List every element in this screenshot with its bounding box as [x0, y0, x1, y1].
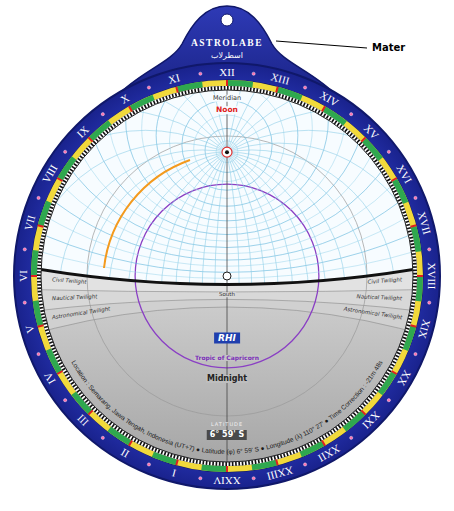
horizon-line	[0, 0, 454, 285]
ring-dot	[252, 477, 255, 480]
ring-dot	[37, 196, 40, 199]
hour-numeral: XVIII	[426, 263, 437, 290]
ring-dot	[414, 352, 417, 355]
azimuth-line	[0, 109, 293, 477]
center-pin	[223, 272, 231, 280]
azimuth-line	[0, 0, 252, 511]
ring-dot	[428, 248, 431, 251]
azimuth-line	[146, 130, 454, 456]
azimuth-line	[215, 0, 454, 511]
azimuth-line	[0, 130, 308, 456]
ring-dot	[147, 463, 150, 466]
tropic-label: Tropic of Capricorn	[194, 355, 260, 361]
hour-tick	[361, 410, 365, 414]
part-name: Mater	[372, 43, 405, 53]
sun-arc	[104, 160, 190, 268]
ring-dot	[199, 72, 202, 75]
azimuth-line	[26, 143, 326, 443]
azimuth-line	[59, 150, 345, 436]
ecliptic-arc	[292, 95, 421, 262]
hour-tick	[411, 325, 417, 327]
hour-tick	[38, 225, 44, 227]
hour-tick	[392, 178, 397, 181]
hour-tick	[176, 87, 178, 93]
leader-line	[276, 41, 367, 48]
ring-dot	[199, 477, 202, 480]
suspension-hole	[221, 14, 233, 26]
hour-tick	[276, 460, 278, 466]
zenith-mark	[225, 150, 229, 154]
hour-tick	[57, 371, 62, 374]
azimuth-line	[202, 0, 454, 511]
azimuth-line	[161, 109, 454, 477]
hour-tick	[276, 87, 278, 93]
hour-tick	[57, 178, 62, 181]
hour-tick	[226, 80, 228, 86]
ring-dot	[64, 150, 67, 153]
location-text-path: Location : Semarang, Jawa Tengah, Indone…	[70, 359, 384, 456]
meridian-label: Meridian	[212, 95, 242, 102]
hour-numeral: XXIV	[213, 475, 241, 486]
zenith-mark	[222, 147, 232, 157]
ring-dot	[23, 301, 26, 304]
ring-dot	[147, 86, 150, 89]
instrument-title: ASTROLABE	[191, 39, 263, 49]
hour-tick	[31, 275, 37, 277]
ring-dot	[350, 436, 353, 439]
ring-dot	[101, 113, 104, 116]
azimuth-line	[109, 150, 395, 436]
ring-dot	[37, 352, 40, 355]
maker-logo: RHI	[214, 333, 240, 344]
ring-dot	[350, 113, 353, 116]
noon-label: Noon	[215, 106, 239, 114]
azimuth-line	[0, 0, 239, 511]
ring-dot	[101, 436, 104, 439]
hour-tick	[411, 225, 417, 227]
hour-tick	[417, 275, 423, 277]
ring-dot	[428, 301, 431, 304]
hour-numeral: XII	[219, 67, 234, 78]
hour-tick	[88, 410, 92, 414]
latitude-value: 6° 59' S	[207, 430, 247, 440]
hour-tick	[322, 441, 325, 446]
ring-dot	[252, 72, 255, 75]
ring-dot	[303, 86, 306, 89]
hour-tick	[88, 137, 92, 141]
hour-tick	[361, 137, 365, 141]
hour-tick	[129, 106, 132, 111]
ring-dot	[64, 399, 67, 402]
hour-tick	[176, 460, 178, 466]
azimuth-line	[128, 143, 428, 443]
ring-dot	[23, 248, 26, 251]
latitude-caption: LATITUDE	[211, 422, 243, 427]
hour-tick	[129, 441, 132, 446]
ring-dot	[414, 196, 417, 199]
hour-tick	[226, 466, 228, 472]
hour-tick	[392, 371, 397, 374]
ring-dot	[387, 150, 390, 153]
plate-edge	[41, 90, 413, 462]
arabic-title: اسطرلاب	[211, 52, 243, 60]
ring-dot	[303, 463, 306, 466]
direction-label: South	[218, 292, 236, 298]
location-text: Location : Semarang, Jawa Tengah, Indone…	[70, 359, 384, 456]
midnight-label: Midnight	[206, 375, 248, 383]
ring-dot	[387, 399, 390, 402]
hour-tick	[322, 106, 325, 111]
hour-tick	[38, 325, 44, 327]
hour-numeral: VI	[18, 270, 29, 282]
